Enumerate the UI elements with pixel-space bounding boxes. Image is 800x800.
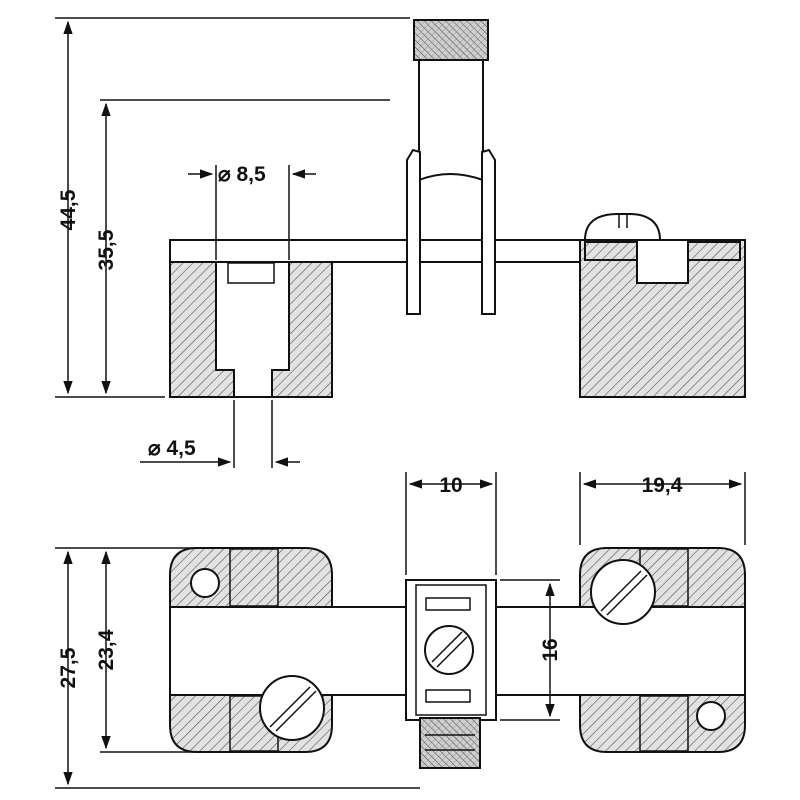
screw-top-right <box>590 559 656 625</box>
spacer-tab <box>419 717 481 769</box>
center-spacer-top <box>405 579 497 769</box>
dim-bore-small: ⌀ 4,5 <box>148 437 196 460</box>
screw-head <box>583 213 662 241</box>
right-terminal-block <box>579 213 746 398</box>
dim-spacer-depth: 16 <box>539 638 562 661</box>
mounting-hole-right <box>696 701 726 731</box>
screw-top-left <box>259 675 325 741</box>
mounting-hole <box>190 568 220 598</box>
dim-block-width: 19,4 <box>642 474 683 497</box>
dim-bore-large: ⌀ 8,5 <box>218 163 266 186</box>
left-block-top <box>169 547 333 753</box>
screw-center <box>424 625 474 675</box>
side-view: 44,5 35,5 ⌀ 8,5 ⌀ 4,5 <box>55 17 746 468</box>
dim-spacer-width: 10 <box>439 474 462 497</box>
separator-plate <box>406 19 496 315</box>
dim-rail-height: 35,5 <box>95 229 118 270</box>
dim-inner-depth: 23,4 <box>95 629 118 670</box>
dim-total-depth: 27,5 <box>57 647 80 688</box>
left-terminal-block <box>169 261 333 398</box>
dim-total-height: 44,5 <box>57 189 80 230</box>
top-view: 10 19,4 27,5 23,4 16 <box>55 472 746 789</box>
right-block-top <box>579 547 746 753</box>
